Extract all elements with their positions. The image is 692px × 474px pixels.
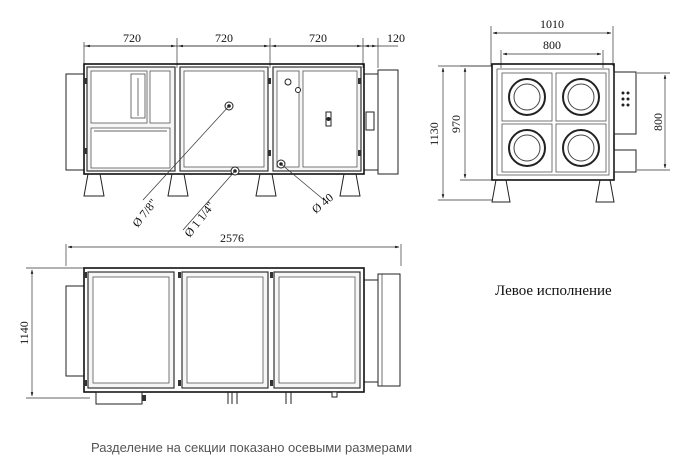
top-view: 2576 1140 — [17, 231, 402, 405]
top-body — [83, 267, 365, 393]
side-width-inner: 800 — [543, 38, 561, 52]
filter-door — [90, 127, 171, 169]
front-view: 720 720 720 120 — [65, 31, 405, 240]
side-height-total: 1130 — [427, 122, 441, 146]
front-dim-4: 120 — [387, 31, 405, 45]
unit-body — [83, 63, 365, 175]
front-dim-2: 720 — [215, 31, 233, 45]
foot-1 — [83, 173, 105, 197]
leader-40 — [280, 163, 325, 201]
fan-grid — [501, 72, 607, 173]
foot-3 — [255, 173, 277, 197]
leader-1-1-4 — [182, 170, 236, 231]
top-left-duct — [65, 285, 85, 377]
leader-7-8 — [142, 105, 230, 201]
side-height-mid: 970 — [449, 115, 463, 133]
foot-2 — [167, 173, 189, 197]
side-width-total: 1010 — [540, 17, 564, 31]
right-duct — [377, 69, 399, 175]
variant-label: Левое исполнение — [495, 283, 612, 299]
control-box — [90, 70, 148, 124]
footnote: Разделение на секции показано осевыми ра… — [91, 440, 413, 455]
side-control-box — [613, 71, 637, 135]
side-foot-2 — [595, 179, 615, 203]
foot-4 — [339, 173, 361, 197]
top-depth: 1140 — [17, 321, 31, 345]
label-pipe-40: Ø 40 — [309, 190, 336, 216]
label-pipe-7-8: Ø 7/8" — [129, 196, 160, 230]
top-right-duct — [377, 273, 401, 387]
front-dim-1: 720 — [123, 31, 141, 45]
label-pipe-1-1-4: Ø 1 1/4" — [181, 199, 217, 240]
top-length-total: 2576 — [220, 231, 244, 245]
left-duct — [65, 73, 85, 171]
side-view: 1010 800 1130 970 800 — [427, 17, 670, 203]
side-foot-1 — [491, 179, 511, 203]
side-height-right: 800 — [651, 113, 665, 131]
front-dim-3: 720 — [309, 31, 327, 45]
top-control-box — [95, 391, 143, 405]
